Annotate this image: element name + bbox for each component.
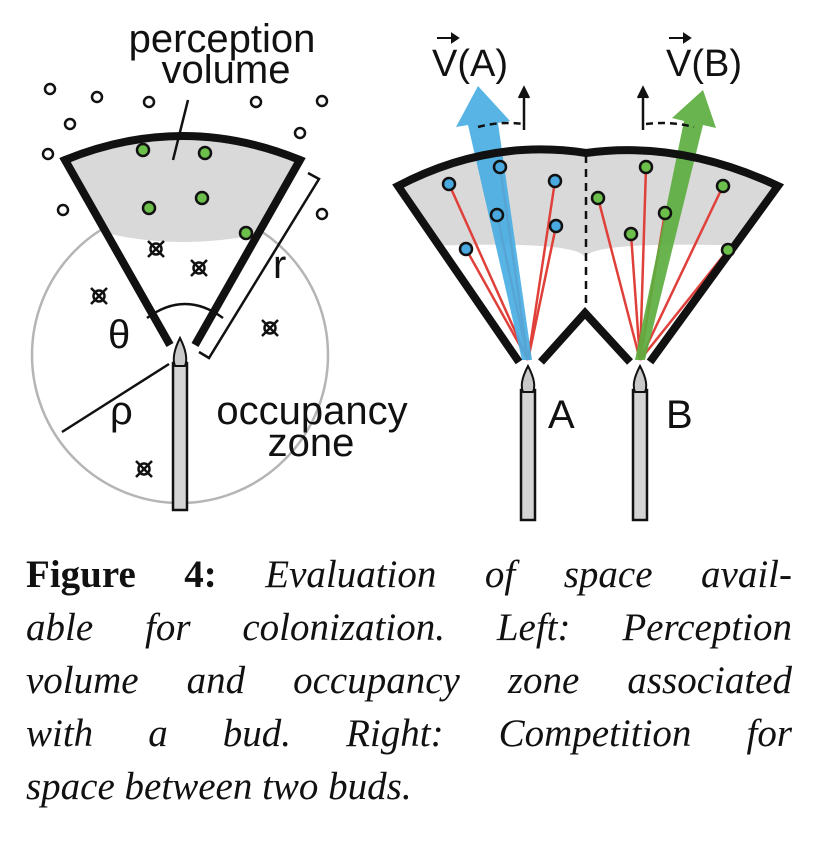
r-label: r bbox=[273, 243, 286, 287]
volume-label: volume bbox=[162, 48, 291, 92]
perception-cone-outline bbox=[59, 132, 306, 347]
caption-line-4: with a bud. Right: Competition for bbox=[26, 712, 792, 755]
caption-line-2: able for colonization. Left: Perception bbox=[26, 606, 792, 649]
marker-a bbox=[441, 176, 457, 192]
bud-b-stem bbox=[631, 388, 649, 522]
marker-outside bbox=[293, 126, 307, 140]
marker-occupied bbox=[147, 240, 165, 258]
double-cone-outline bbox=[392, 145, 785, 365]
marker-a bbox=[492, 159, 508, 175]
marker-outside bbox=[249, 95, 263, 109]
marker-b bbox=[623, 226, 639, 242]
occupancy-label: occupancy bbox=[216, 389, 407, 433]
perception-leader-line bbox=[171, 99, 190, 161]
reference-up-arrows bbox=[477, 85, 695, 130]
marker-perceived bbox=[238, 225, 254, 241]
marker-b bbox=[657, 205, 673, 221]
occupied-markers bbox=[90, 240, 279, 478]
marker-occupied bbox=[90, 287, 108, 305]
angle-arc bbox=[146, 302, 224, 320]
marker-outside bbox=[56, 203, 70, 217]
marker-b bbox=[720, 242, 736, 258]
bud-b-tip bbox=[632, 363, 648, 393]
perception-volume-band bbox=[65, 136, 300, 242]
figure-caption: Figure 4: Evaluation of space avail- abl… bbox=[26, 548, 792, 813]
marker-a bbox=[489, 207, 505, 223]
rho-label: ρ bbox=[110, 389, 133, 433]
marker-perceived bbox=[141, 200, 157, 216]
bud-b-label: B bbox=[666, 393, 693, 437]
marker-a bbox=[547, 173, 563, 189]
marker-outside bbox=[63, 117, 77, 131]
marker-a bbox=[458, 241, 474, 257]
zone-label: zone bbox=[268, 421, 355, 465]
vector-overarrows bbox=[437, 32, 692, 44]
marker-perceived bbox=[135, 142, 151, 158]
perception-label: perception bbox=[129, 17, 316, 61]
bud-tip bbox=[172, 335, 188, 367]
marker-occupied bbox=[135, 460, 153, 478]
marker-perceived bbox=[197, 145, 213, 161]
marker-outside bbox=[142, 95, 156, 109]
marker-outside bbox=[315, 94, 329, 108]
bud-a-label: A bbox=[548, 393, 575, 437]
vector-a-label: V(A) bbox=[432, 43, 508, 85]
caption-line-3: volume and occupancy zone associated bbox=[26, 659, 792, 702]
radius-line bbox=[61, 362, 170, 434]
markers-b bbox=[590, 159, 736, 258]
caption-text-1: Evaluation of space avail- bbox=[265, 553, 792, 596]
vector-b-arrow bbox=[635, 90, 716, 360]
caption-label: Figure 4: bbox=[26, 553, 217, 596]
marker-b bbox=[715, 178, 731, 194]
marker-outside bbox=[90, 90, 104, 104]
marker-b bbox=[638, 159, 654, 175]
marker-outside bbox=[41, 147, 55, 161]
bud-a-tip bbox=[520, 363, 536, 393]
outside-markers bbox=[41, 82, 329, 221]
marker-occupied bbox=[261, 319, 279, 337]
marker-a bbox=[548, 218, 564, 234]
marker-outside bbox=[315, 207, 329, 221]
bud-stem bbox=[171, 361, 189, 512]
marker-outside bbox=[43, 82, 57, 96]
vector-b-label: V(B) bbox=[666, 43, 742, 85]
marker-occupied bbox=[190, 259, 208, 277]
left-panel: perception volume r θ ρ occupancy zone bbox=[30, 17, 408, 512]
perceived-markers bbox=[135, 142, 254, 241]
figure-illustration: perception volume r θ ρ occupancy zone bbox=[30, 17, 785, 522]
caption-line-5: space between two buds. bbox=[26, 765, 412, 808]
theta-label: θ bbox=[108, 313, 130, 357]
right-panel: V(A) V(B) A B bbox=[392, 32, 785, 522]
marker-perceived bbox=[194, 190, 210, 206]
markers-a bbox=[441, 159, 564, 257]
r-dimension-line bbox=[198, 171, 321, 360]
bud-a-stem bbox=[519, 388, 537, 522]
caption-line-1: Figure 4: Evaluation of space avail- bbox=[26, 548, 792, 601]
marker-b bbox=[590, 190, 606, 206]
